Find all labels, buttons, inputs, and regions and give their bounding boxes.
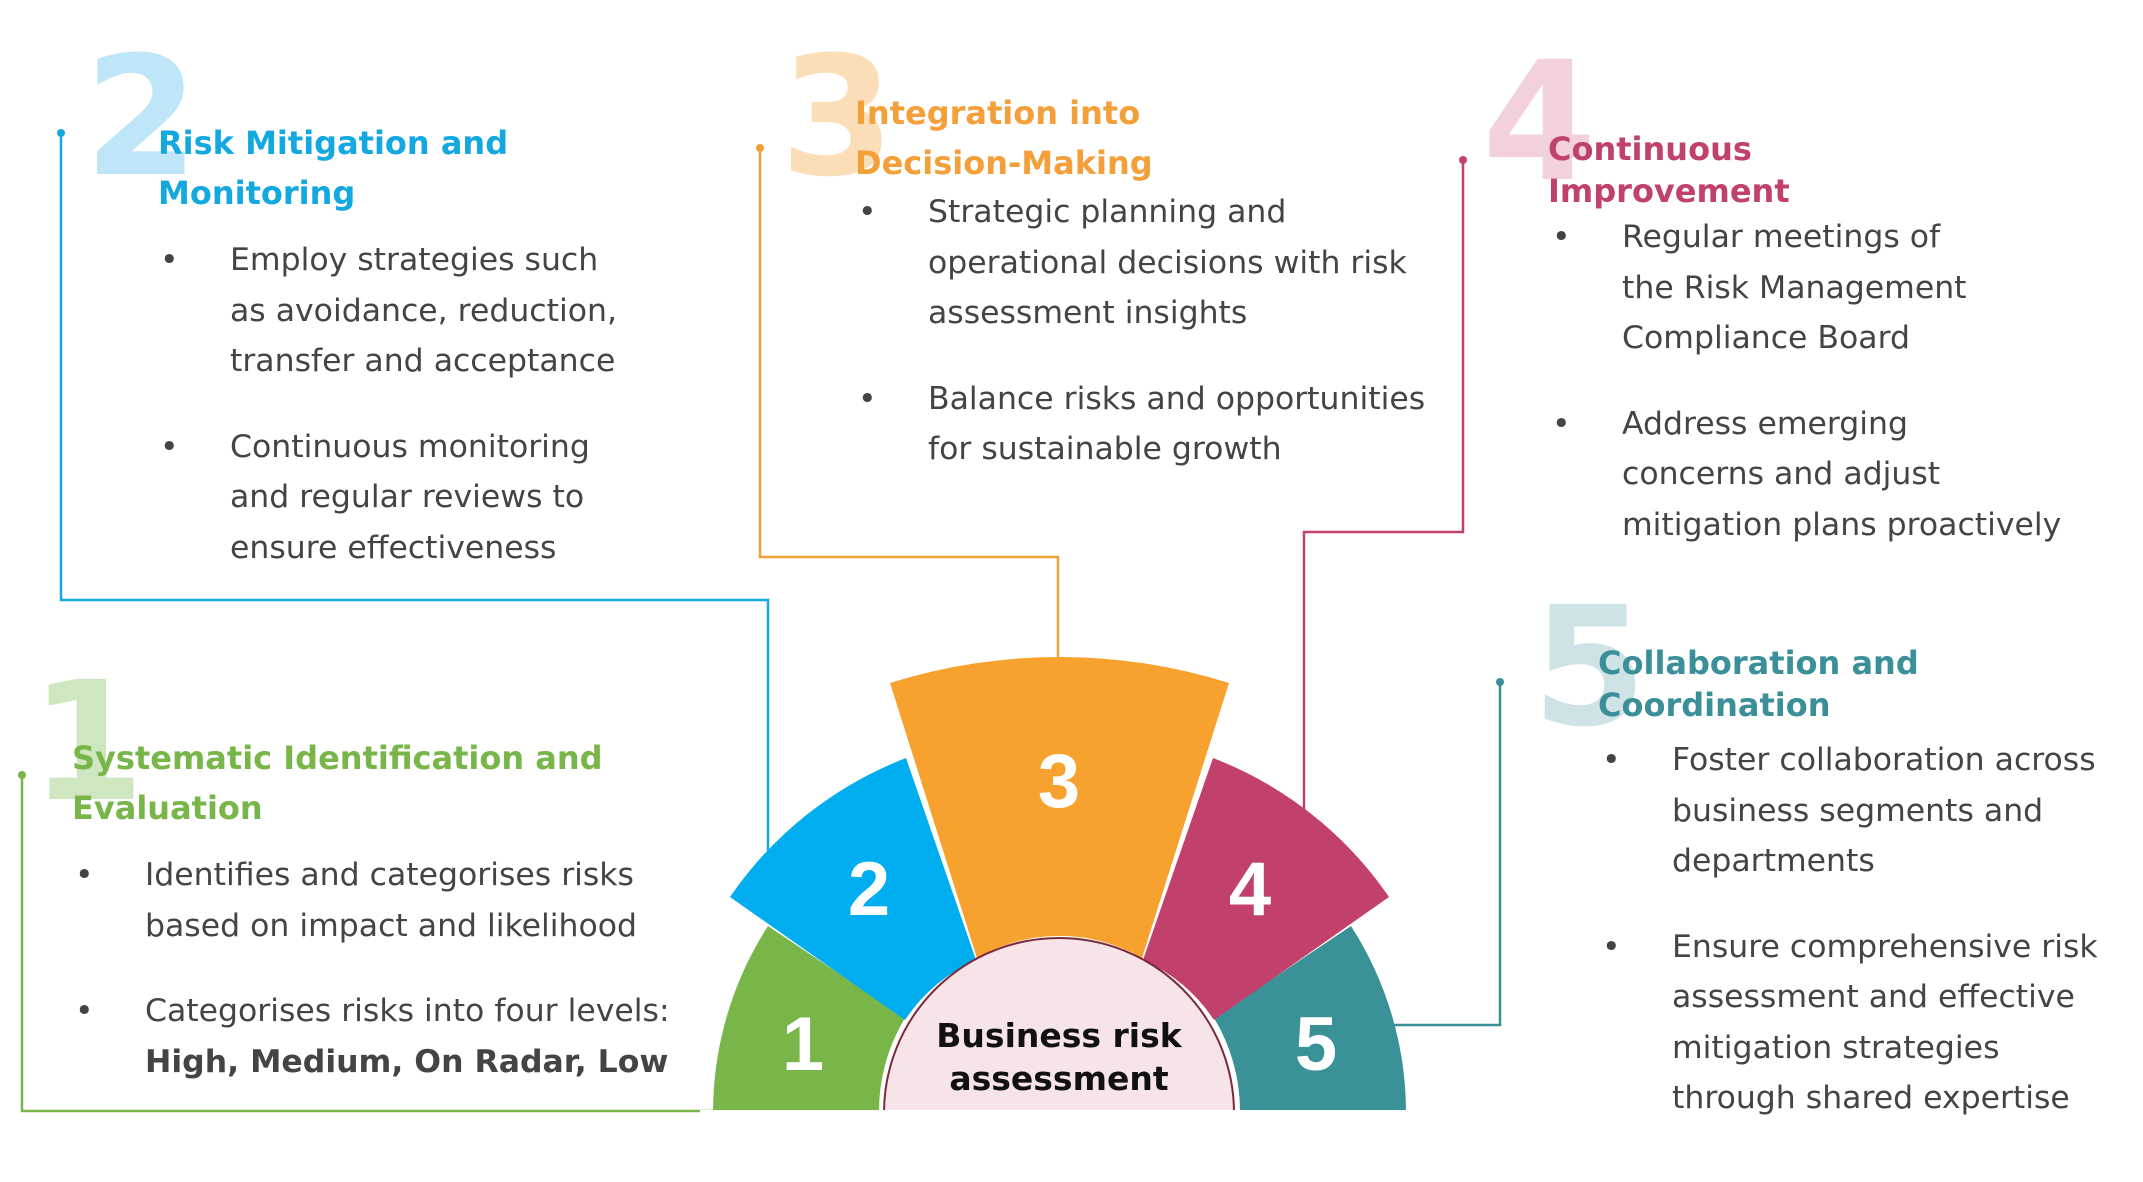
segment-5 <box>1214 926 1406 1113</box>
segment-label-3: 3 <box>1038 739 1080 824</box>
list-item: Strategic planning and operational decis… <box>858 187 1425 339</box>
connector-dot-4 <box>1459 156 1467 164</box>
list-item: Balance risks and opportunities for sust… <box>858 374 1425 475</box>
section-3-bullets: Strategic planning and operational decis… <box>858 187 1425 510</box>
center-label-line1: Business risk <box>936 1016 1182 1055</box>
segment-3 <box>890 656 1229 958</box>
section-5-bullets: Foster collaboration across business seg… <box>1602 735 2098 1159</box>
list-item: Ensure comprehensive risk assessment and… <box>1602 922 2098 1124</box>
connector-dot-5 <box>1496 678 1504 686</box>
section-1-bullets: Identifies and categorises risks based o… <box>75 850 670 1122</box>
connector-line-3 <box>758 148 1060 672</box>
list-item: Categorises risks into four levels: High… <box>75 986 670 1087</box>
section-2-number: 2 <box>84 21 199 213</box>
section-1-title: Systematic Identification and Evaluation <box>72 739 603 827</box>
segment-label-2: 2 <box>848 847 890 932</box>
section-4-bullets: Regular meetings of the Risk Management … <box>1552 212 2061 585</box>
section-5-number: 5 <box>1532 571 1647 763</box>
list-item: Employ strategies such as avoidance, red… <box>160 235 617 387</box>
connector-dot-2 <box>57 129 65 137</box>
segment-label-1: 1 <box>782 1002 824 1087</box>
section-2-bullets: Employ strategies such as avoidance, red… <box>160 235 617 608</box>
section-5-title: Collaboration and Coordination <box>1598 644 1919 724</box>
list-item: Identifies and categorises risks based o… <box>75 850 670 951</box>
list-item: Foster collaboration across business seg… <box>1602 735 2098 887</box>
connector-line-2 <box>59 133 770 860</box>
segment-1 <box>713 926 905 1113</box>
center-label-line2: assessment <box>949 1059 1168 1098</box>
section-4-title: Continuous Improvement <box>1548 130 1790 210</box>
segment-label-4: 4 <box>1229 847 1271 932</box>
center-hub <box>882 937 1236 1114</box>
connector-dot-1 <box>18 771 26 779</box>
connector-line-1 <box>20 775 720 1113</box>
list-item: Address emerging concerns and adjust mit… <box>1552 399 2061 551</box>
section-3-title: Integration into Decision-Making <box>855 94 1153 182</box>
connector-line-4 <box>1302 160 1465 815</box>
section-3-number: 3 <box>780 21 895 213</box>
section-1-number: 1 <box>30 646 145 838</box>
segment-4 <box>1143 758 1389 1020</box>
connector-dot-3 <box>756 144 764 152</box>
list-item: Regular meetings of the Risk Management … <box>1552 212 2061 364</box>
segment-label-5: 5 <box>1295 1002 1337 1087</box>
segment-2 <box>730 758 976 1020</box>
section-4-number: 4 <box>1482 26 1597 218</box>
connector-line-5 <box>1380 682 1502 1027</box>
section-2-title: Risk Mitigation and Monitoring <box>158 124 509 212</box>
list-item: Continuous monitoring and regular review… <box>160 422 617 574</box>
